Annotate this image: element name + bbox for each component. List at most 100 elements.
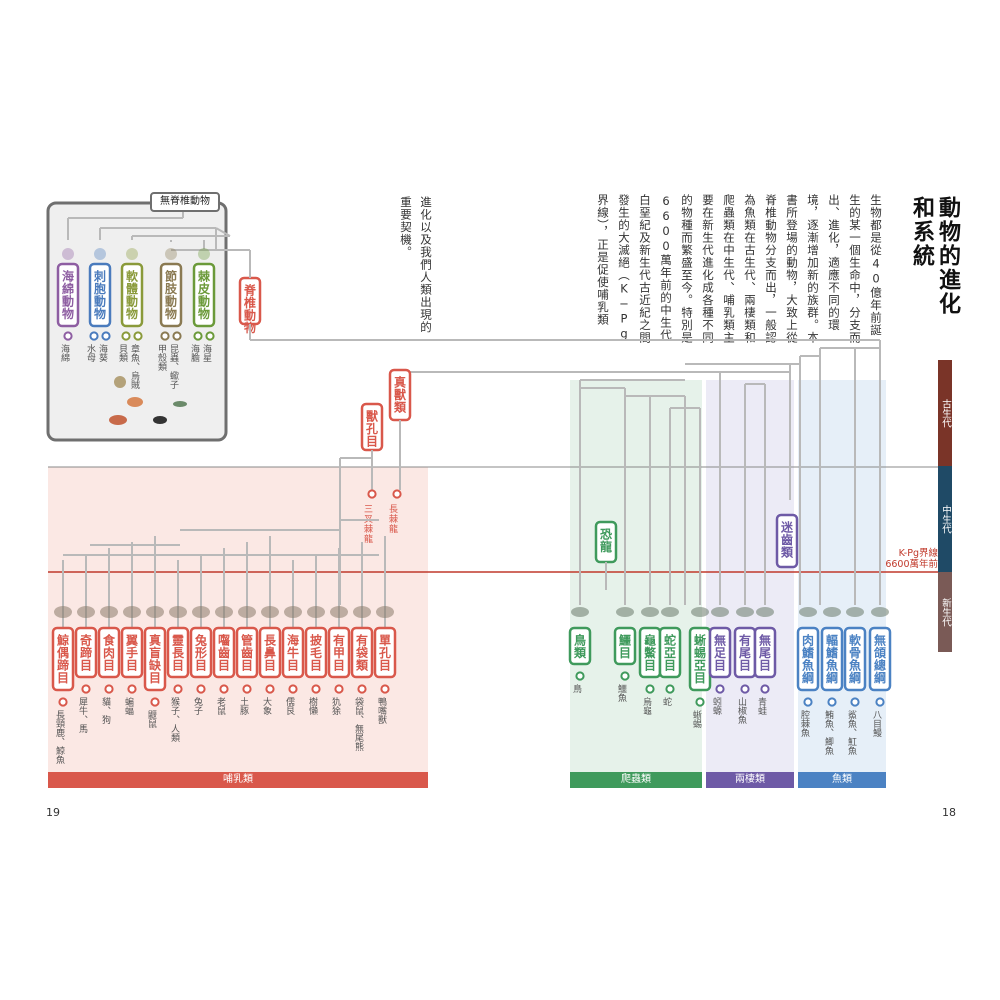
amphibian-taxon-box <box>753 626 777 679</box>
reptile-example-node <box>620 671 630 681</box>
mammal-order-label: 食肉目 <box>102 633 116 672</box>
kpg-sub: 6600萬年前 <box>885 559 938 570</box>
era-paleozoic: 古生代 <box>938 360 952 466</box>
therapsid-node-label: 獸孔目 <box>365 409 379 448</box>
reptile-example-label: 蜥蜴 <box>691 709 702 729</box>
fish-taxon-box <box>796 626 820 692</box>
mammal-example-label: 蝙蝠 <box>123 696 134 716</box>
mammal-order-label: 靈長目 <box>171 634 185 672</box>
reptile-animal-icon <box>571 607 589 617</box>
mammal-example-node <box>173 684 183 694</box>
inv-example-label: 海膽 <box>189 343 200 363</box>
inv-example-label: 昆蟲、蠍子 <box>168 344 179 389</box>
theropsida-node-label: 真獸類 <box>393 375 407 414</box>
reptile-taxon-label: 鱷目 <box>618 633 632 660</box>
fish-taxon-label: 無頜總綱 <box>873 633 887 685</box>
inv-group-box <box>159 262 183 328</box>
amphibian-stem-node-box <box>775 513 799 569</box>
dragonfly-icon <box>173 401 187 407</box>
inv-group-label: 軟體動物 <box>125 269 139 321</box>
kpg-label: K-Pg界線 <box>898 548 938 559</box>
mammal-example-label: 土豚 <box>238 696 249 716</box>
inv-example-label: 水母 <box>85 343 96 363</box>
reptile-example-label: 鱷魚 <box>616 683 627 703</box>
mammal-order-box <box>373 626 397 679</box>
reptile-taxon-box <box>613 626 637 666</box>
animal-icon <box>54 606 72 618</box>
reptile-example-label: 鳥 <box>571 683 582 694</box>
mammal-example-label: 猴子、人類 <box>169 696 180 743</box>
reptile-taxon-label: 蜥蜴亞目 <box>693 633 707 685</box>
shell-icon <box>114 376 126 388</box>
mammal-order-box <box>235 626 259 679</box>
reptile-taxon-label: 蛇亞目 <box>663 633 677 672</box>
inv-example-label: 貝類 <box>117 344 128 363</box>
mammal-order-label: 真盲缺目 <box>148 633 162 685</box>
reptile-example-node <box>575 671 585 681</box>
invertebrate-specimen-icon <box>198 248 210 260</box>
fish-example-node <box>850 697 860 707</box>
amphibian-taxon-label: 無足目 <box>713 633 727 672</box>
mammal-example-node <box>104 684 114 694</box>
era-mesozoic: 中生代 <box>938 466 952 572</box>
animal-icon <box>123 606 141 618</box>
octopus-icon <box>109 415 127 425</box>
mammal-example-label: 老鼠 <box>215 696 226 716</box>
fish-animal-icon <box>799 607 817 617</box>
inv-example-node <box>121 331 131 341</box>
reptile-bg <box>570 380 702 772</box>
fish-example-node <box>803 697 813 707</box>
mammal-example-node <box>150 697 160 707</box>
intro-text: 生物都是從40億年前誕生的某一個生命中，分支而出、進化，適應不同的環境，逐漸增加… <box>596 194 883 344</box>
page-number-left: 19 <box>46 806 60 819</box>
animal-icon <box>307 606 325 618</box>
fish-animal-icon <box>871 607 889 617</box>
mammal-example-node <box>219 684 229 694</box>
mammal-example-label: 袋鼠、無尾熊 <box>353 696 364 752</box>
animal-icon <box>146 606 164 618</box>
band-fish: 魚類 <box>798 772 886 788</box>
mammal-example-node <box>380 684 390 694</box>
inv-group-box <box>192 262 216 328</box>
mammal-order-label: 單孔目 <box>378 634 392 672</box>
fish-example-node <box>827 697 837 707</box>
inv-example-label: 海星 <box>201 343 212 362</box>
reptile-animal-icon <box>641 607 659 617</box>
amphibian-example-node <box>740 684 750 694</box>
mammal-example-label: 犀牛、馬 <box>77 697 88 734</box>
mammal-example-node <box>127 684 137 694</box>
scorpion-icon <box>153 416 167 424</box>
animal-icon <box>330 606 348 618</box>
mammal-order-label: 長鼻目 <box>263 633 277 672</box>
shrimp-icon <box>127 397 143 407</box>
inv-example-node <box>172 331 182 341</box>
long-spine-node <box>392 489 402 499</box>
reptile-example-node <box>695 697 705 707</box>
band-amphibians: 兩棲類 <box>706 772 794 788</box>
mammal-example-label: 犰狳 <box>330 696 341 716</box>
inv-group-box <box>56 262 80 328</box>
mammal-order-box <box>74 626 98 679</box>
mammal-example-label: 大象 <box>261 696 272 715</box>
inv-example-label: 甲殼類 <box>156 344 167 372</box>
mammal-order-box <box>97 626 121 679</box>
inv-group-label: 棘皮動物 <box>197 269 211 321</box>
fish-example-label: 腔棘魚 <box>799 709 810 738</box>
amphibian-example-node <box>760 684 770 694</box>
mammal-example-node <box>311 684 321 694</box>
mammal-order-label: 奇蹄目 <box>79 633 93 672</box>
mammal-order-box <box>304 626 328 679</box>
animal-icon <box>284 606 302 618</box>
invertebrate-specimen-icon <box>126 248 138 260</box>
mammal-order-label: 翼手目 <box>125 634 139 672</box>
inv-example-label: 海葵 <box>97 343 108 363</box>
invertebrate-specimen-icon <box>62 248 74 260</box>
mammal-order-box <box>327 626 351 679</box>
animal-icon <box>192 606 210 618</box>
mammal-example-node <box>81 684 91 694</box>
fish-animal-icon <box>846 607 864 617</box>
mammal-example-label: 鴨嘴獸 <box>376 696 387 725</box>
amphibian-taxon-label: 有尾目 <box>738 633 752 672</box>
mammal-example-label: 樹懶 <box>307 696 318 716</box>
mammal-example-label: 兔子 <box>192 696 203 715</box>
